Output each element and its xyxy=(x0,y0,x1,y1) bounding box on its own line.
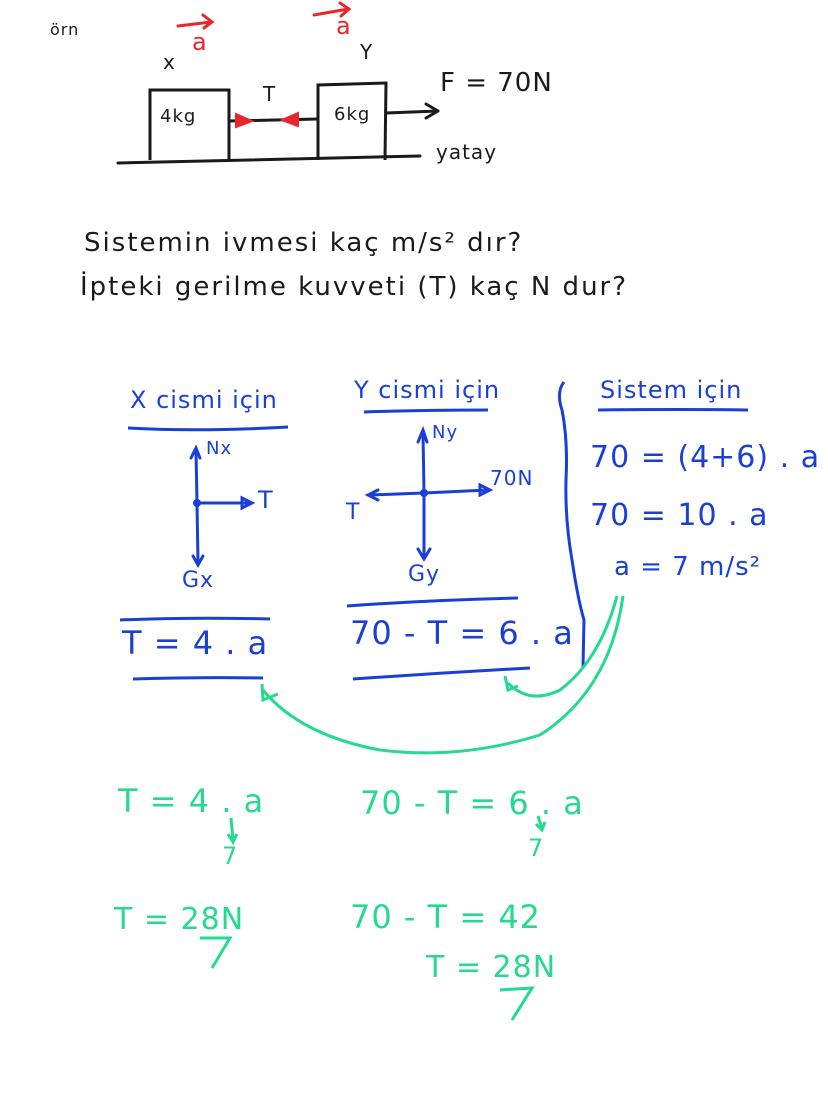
surface-label: yatay xyxy=(436,140,498,164)
x-eq-top-line xyxy=(119,616,271,622)
y-eq-top-line xyxy=(346,596,519,608)
accel-x-label: a xyxy=(192,28,208,56)
block-y-label: Y xyxy=(360,40,374,64)
block-y-mass: 6kg xyxy=(334,104,371,125)
system-brace xyxy=(557,381,586,668)
system-line-2: 70 = 10 . a xyxy=(590,498,769,533)
tension-arrow-right-icon xyxy=(235,112,255,129)
y-right-arrow-icon xyxy=(422,482,494,498)
solution-right-line-1: 70 - T = 6 . a xyxy=(360,784,584,822)
underline-mark-left xyxy=(200,936,233,969)
accel-vector-x-icon xyxy=(176,13,215,30)
x-weight-label: Gx xyxy=(182,568,215,593)
green-arrow-to-x-eq xyxy=(261,595,625,755)
rope-tension-label: T xyxy=(263,82,277,106)
y-left-arrow-icon xyxy=(364,488,426,502)
green-down-arrow-right-icon xyxy=(534,815,547,833)
solution-left-line-2: T = 28N xyxy=(114,902,245,937)
x-fbd-title: X cismi için xyxy=(130,386,278,414)
ground-line xyxy=(116,154,422,165)
y-fbd-title: Y cismi için xyxy=(354,376,501,404)
force-arrow-icon xyxy=(384,102,440,120)
y-equation: 70 - T = 6 . a xyxy=(350,614,574,652)
underline-mark-right xyxy=(499,986,535,1021)
example-label: örn xyxy=(50,20,80,39)
accel-vector-y-icon xyxy=(312,1,352,18)
accel-y-label: a xyxy=(336,12,352,40)
tension-arrow-left-icon xyxy=(279,111,299,128)
question-1: Sistemin ivmesi kaç m/s² dır? xyxy=(84,228,524,258)
solution-right-sub: 7 xyxy=(528,834,545,862)
system-line-1: 70 = (4+6) . a xyxy=(590,440,821,475)
y-weight-label: Gy xyxy=(408,562,441,587)
x-equation: T = 4 . a xyxy=(122,624,269,662)
green-down-arrow-left-icon xyxy=(226,817,239,846)
x-tension-label: T xyxy=(258,486,274,514)
x-title-underline xyxy=(127,425,289,432)
question-2: İpteki gerilme kuvveti (T) kaç N dur? xyxy=(80,272,629,302)
system-title: Sistem için xyxy=(600,376,743,404)
y-force-label: 70N xyxy=(490,466,534,490)
x-up-arrow-icon xyxy=(189,444,202,505)
green-arrow-head-y-icon xyxy=(503,675,519,693)
block-x-box xyxy=(148,88,231,160)
green-arrow-head-x-icon xyxy=(260,683,279,703)
block-x-label: x xyxy=(163,50,176,74)
system-line-3: a = 7 m/s² xyxy=(614,552,762,582)
green-arrow-to-y-eq xyxy=(506,595,619,698)
y-normal-label: Ny xyxy=(432,422,459,443)
x-right-arrow-icon xyxy=(195,495,256,511)
y-down-arrow-icon xyxy=(416,491,432,562)
y-tension-label: T xyxy=(346,500,361,525)
y-title-underline xyxy=(363,408,489,414)
solution-right-line-2: 70 - T = 42 xyxy=(350,898,542,936)
y-eq-bottom-line xyxy=(352,666,531,681)
solution-left-line-1: T = 4 . a xyxy=(118,782,265,820)
x-down-arrow-icon xyxy=(191,501,205,569)
block-x-mass: 4kg xyxy=(160,106,197,127)
solution-right-line-3: T = 28N xyxy=(426,950,557,985)
solution-left-sub: 7 xyxy=(222,842,239,870)
y-up-arrow-icon xyxy=(416,425,429,495)
x-normal-label: Nx xyxy=(206,438,233,459)
block-y-box xyxy=(316,81,388,161)
force-label: F = 70N xyxy=(440,68,553,98)
x-eq-bottom-line xyxy=(132,676,264,681)
system-title-underline xyxy=(597,408,749,412)
